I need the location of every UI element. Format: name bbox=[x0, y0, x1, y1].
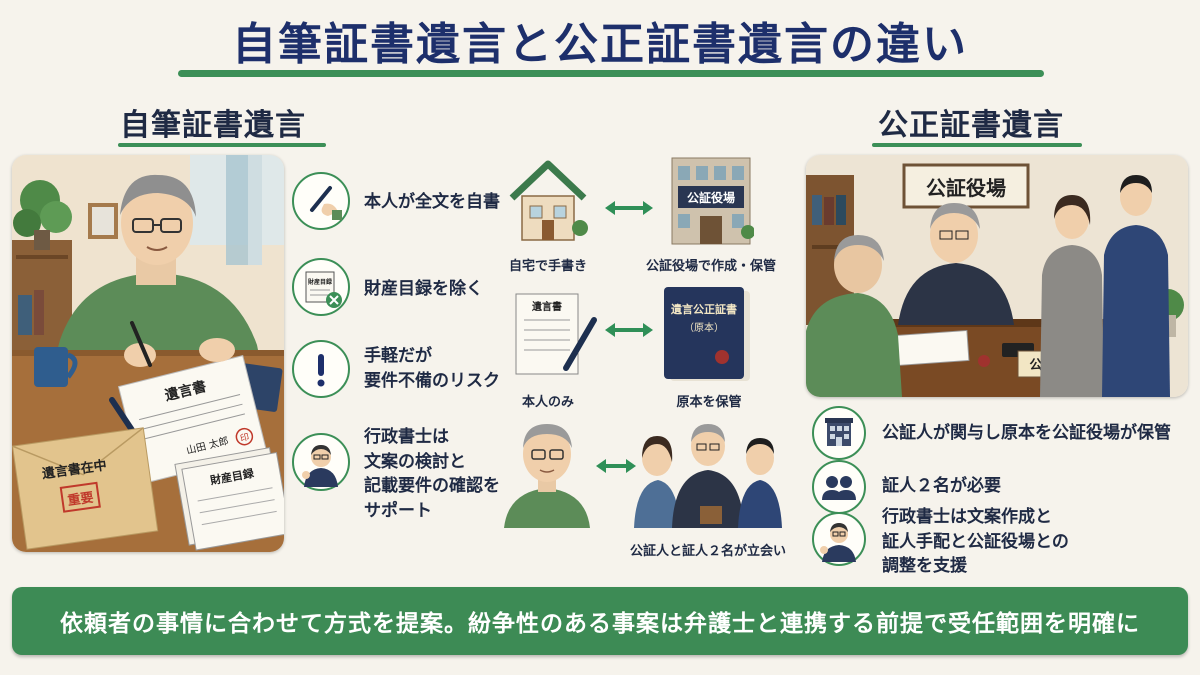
middle-paper-title: 遺言書 bbox=[531, 300, 562, 313]
notarial-will-scene: 公証役場 公証人 bbox=[806, 155, 1188, 397]
seal-stamp: 印 bbox=[239, 431, 251, 445]
inventory-excluded-icon: 財産目録 bbox=[292, 258, 350, 316]
group-caption: 公証人と証人２名が立会い bbox=[629, 544, 786, 559]
arrow-icon bbox=[603, 198, 655, 218]
handwritten-will-paper-icon: 遺言書 bbox=[512, 290, 602, 384]
feature-scrivener-support: 行政書士は 文案の検討と 記載要件の確認を サポート bbox=[364, 427, 500, 521]
paper-caption: 本人のみ bbox=[521, 395, 574, 410]
arrow-icon bbox=[603, 320, 655, 340]
feature-notary-custody: 公証人が関与し原本を公証役場が保管 bbox=[882, 423, 1171, 443]
svg-text:財産目録: 財産目録 bbox=[307, 278, 333, 286]
holographic-will-scene: 遺言書 山田 太郎 印 遺言書在中 重要 財産目録 bbox=[12, 155, 284, 552]
left-heading-underline bbox=[118, 143, 326, 147]
notary-office-building: 公証役場 bbox=[668, 156, 755, 250]
arrow-icon bbox=[594, 456, 638, 476]
right-section-heading: 公正証書遺言 bbox=[878, 108, 1064, 143]
book-subtitle: （原本） bbox=[684, 321, 724, 334]
left-section-heading: 自筆証書遺言 bbox=[120, 108, 306, 143]
summary-banner-text: 依頼者の事情に合わせて方式を提案。紛争性のある事案は弁護士と連携する前提で受任範… bbox=[60, 611, 1140, 637]
feature-inventory-excluded: 財産目録を除く bbox=[364, 279, 483, 299]
house-caption: 自宅で手書き bbox=[508, 259, 587, 274]
feature-self-written: 本人が全文を自書 bbox=[364, 192, 500, 212]
notarial-will-illustration: 公証役場 公証人 bbox=[806, 155, 1188, 397]
feature-two-witnesses: 証人２名が必要 bbox=[882, 476, 1001, 496]
summary-banner: 依頼者の事情に合わせて方式を提案。紛争性のある事案は弁護士と連携する前提で受任範… bbox=[12, 587, 1188, 655]
page-title: 自筆証書遺言と公正証書遺言の違い bbox=[232, 19, 968, 70]
pen-hand-icon bbox=[292, 172, 350, 230]
house-icon bbox=[508, 158, 588, 248]
book-title: 遺言公正証書 bbox=[670, 302, 737, 316]
right-heading-underline bbox=[872, 143, 1082, 147]
book-caption: 原本を保管 bbox=[676, 395, 742, 410]
scrivener-icon bbox=[812, 512, 866, 566]
office-sign: 公証役場 bbox=[687, 190, 735, 205]
holographic-will-illustration: 遺言書 山田 太郎 印 遺言書在中 重要 財産目録 bbox=[12, 155, 284, 552]
two-people-icon bbox=[812, 460, 866, 514]
scrivener-icon bbox=[292, 433, 350, 491]
notary-and-witnesses-group bbox=[634, 418, 782, 532]
feature-scrivener-coordination: 行政書士は文案作成と 証人手配と公証役場との 調整を支援 bbox=[882, 507, 1069, 577]
envelope-stamp: 重要 bbox=[67, 490, 95, 509]
office-wall-sign: 公証役場 bbox=[926, 176, 1006, 200]
testator-portrait bbox=[502, 412, 592, 532]
notarial-deed-book: 遺言公正証書 （原本） bbox=[660, 285, 756, 389]
building-icon bbox=[812, 406, 866, 460]
feature-risk: 手軽だが 要件不備のリスク bbox=[364, 346, 500, 391]
title-underline bbox=[178, 70, 1044, 77]
office-caption: 公証役場で作成・保管 bbox=[645, 259, 776, 274]
exclamation-icon bbox=[292, 340, 350, 398]
